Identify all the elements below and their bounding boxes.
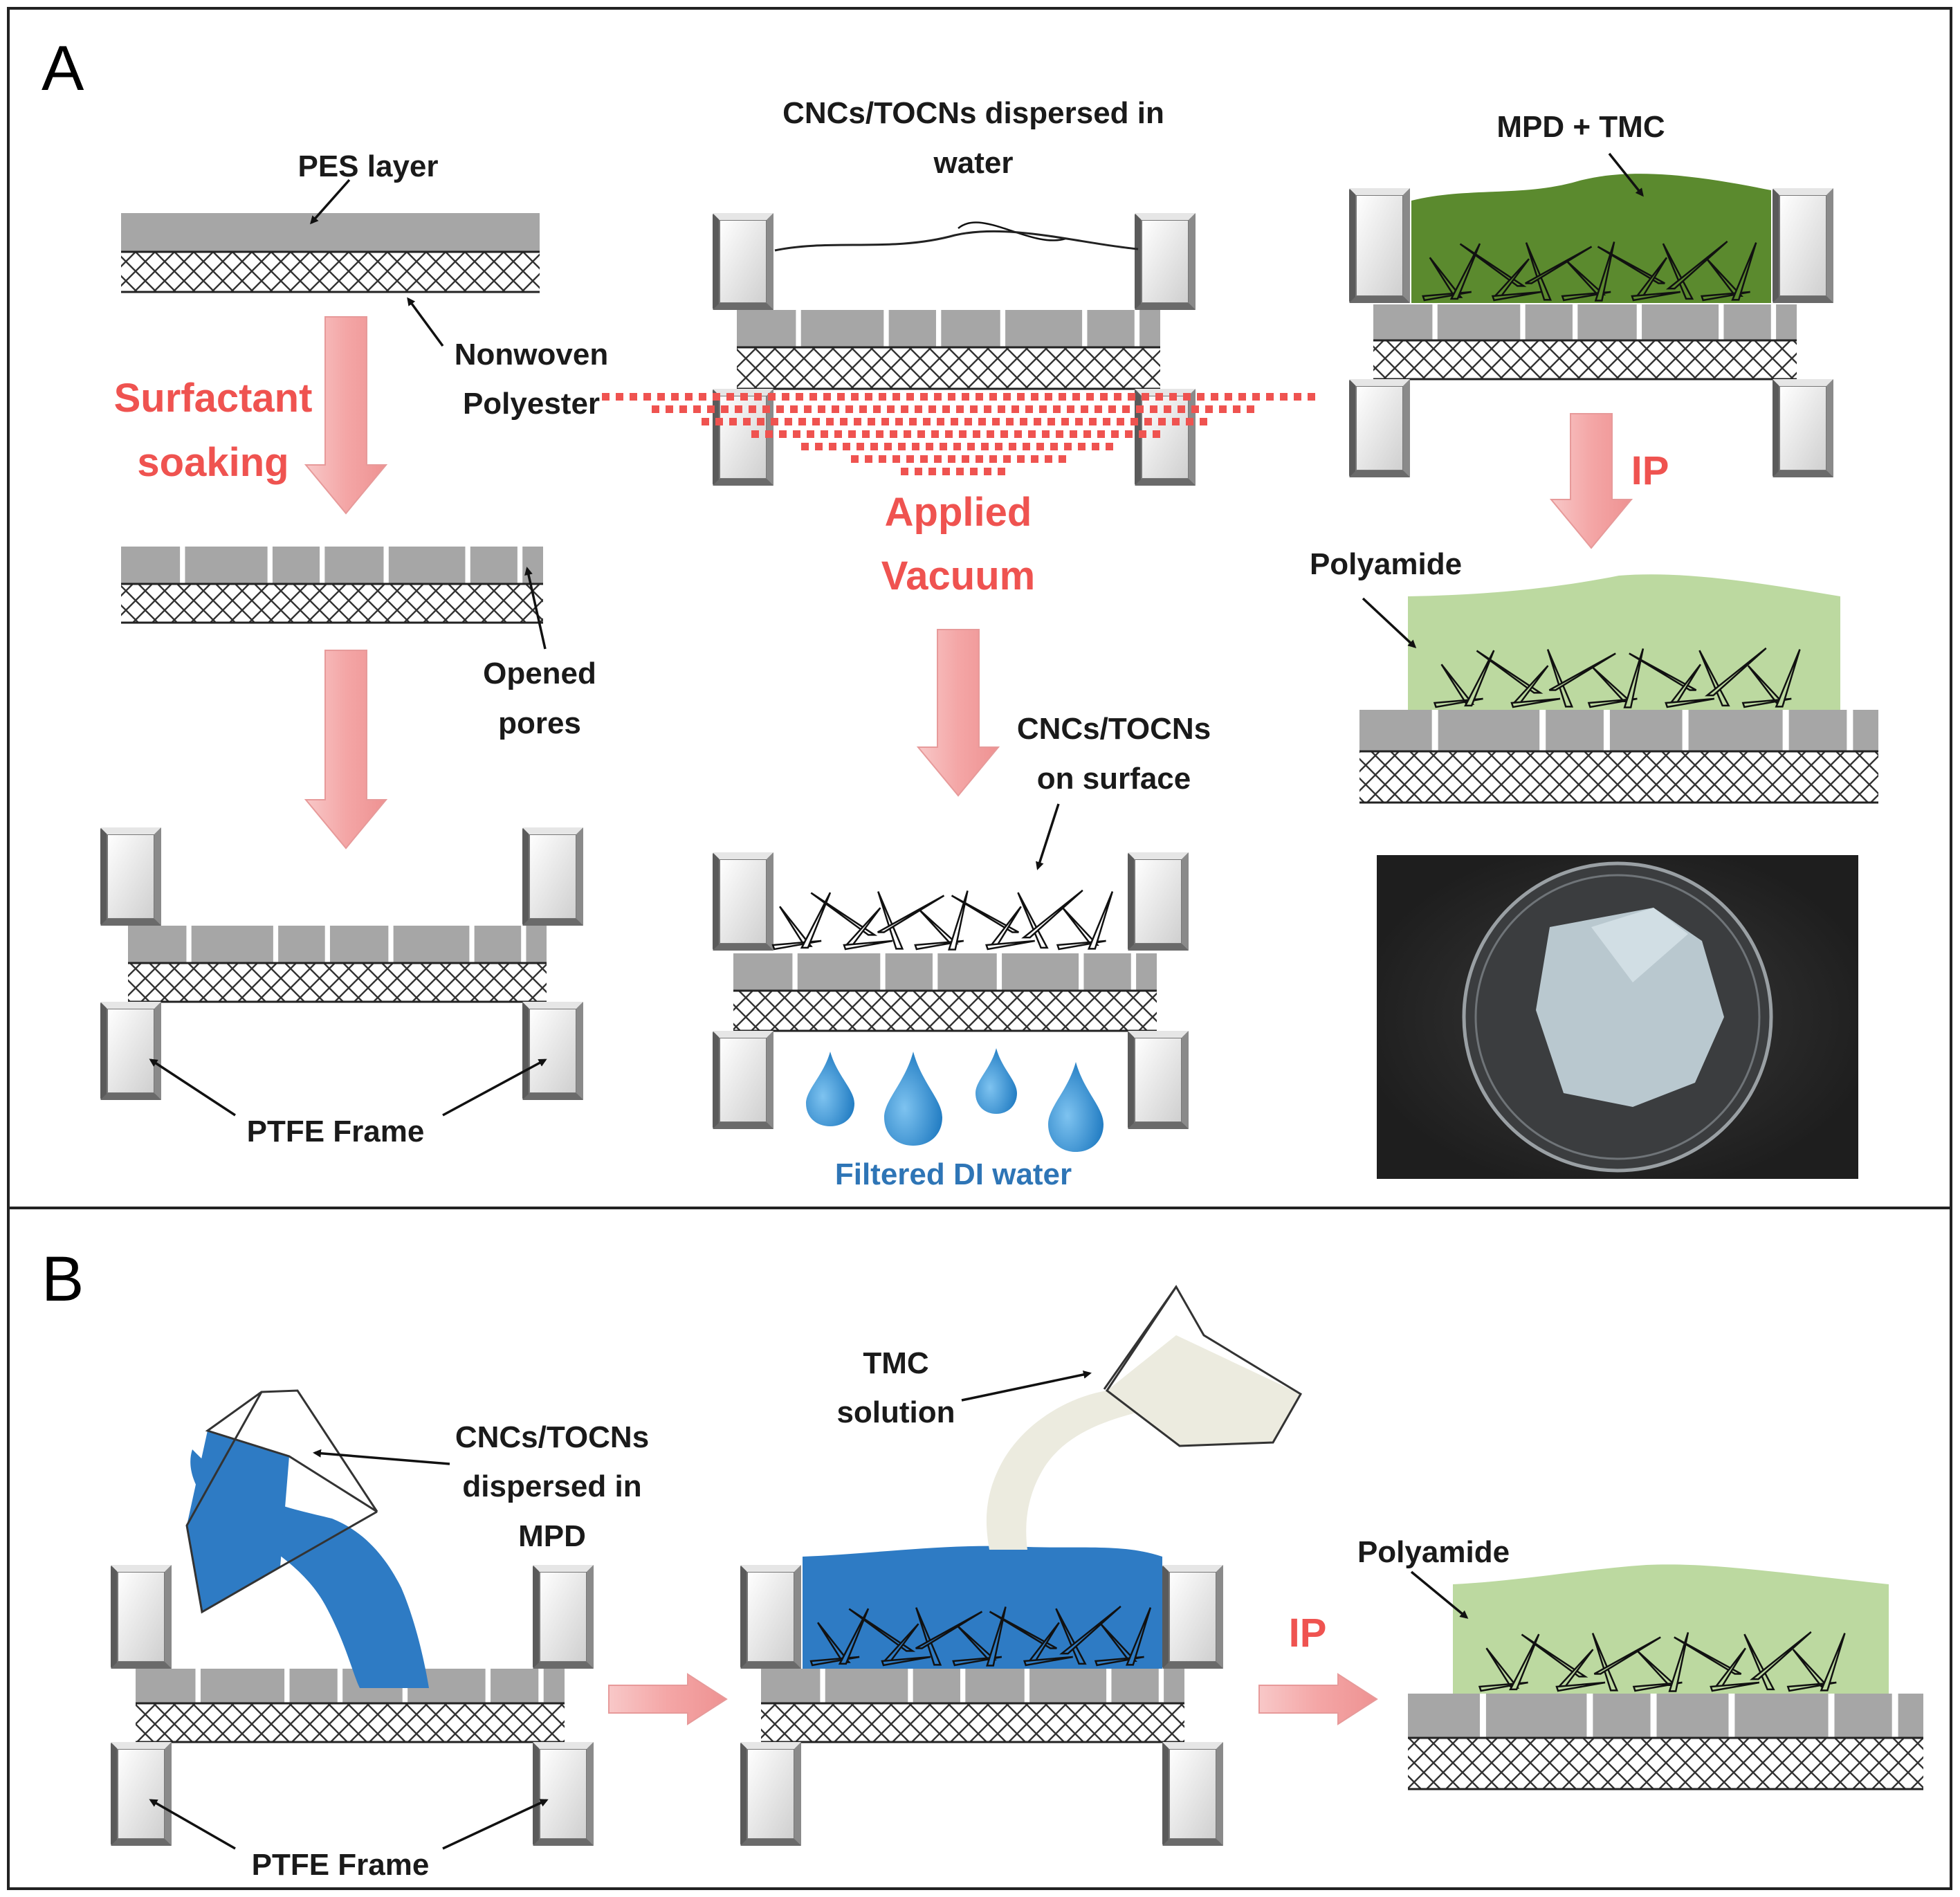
pes-layer-surface	[733, 953, 1157, 991]
label-opened-2: pores	[498, 706, 581, 740]
label-surfactant-2: soaking	[137, 440, 288, 485]
label-ip-a: IP	[1631, 448, 1669, 493]
nonwoven-b2	[761, 1702, 1184, 1743]
arrow-to-frame	[304, 650, 388, 850]
pes-layer-b1	[136, 1669, 565, 1703]
label-surfactant-1: Surfactant	[114, 376, 313, 421]
label-tmc-2: solution	[836, 1395, 955, 1429]
label-nonwoven-2: Polyester	[463, 387, 600, 421]
label-pes-layer: PES layer	[297, 149, 438, 183]
ptfe-frame-a1-bl	[100, 1002, 161, 1100]
panel-a-letter: A	[42, 33, 84, 104]
arrow-b-2	[1258, 1673, 1378, 1725]
ptfe-frame-b1-bl	[111, 1742, 172, 1846]
pes-layer-polyamide-b	[1408, 1694, 1923, 1738]
label-cnc-mpd-2: dispersed in	[462, 1469, 641, 1503]
membrane-assemblies	[100, 174, 1923, 1846]
panel-b-letter: B	[42, 1244, 84, 1314]
label-nonwoven-1: Nonwoven	[455, 338, 608, 372]
ptfe-frame-a4-tl	[1349, 188, 1410, 303]
label-polyamide-a: Polyamide	[1310, 547, 1462, 581]
ptfe-frame-b1-br	[533, 1742, 594, 1846]
ptfe-frame-a4-br	[1773, 379, 1833, 477]
label-cnc-water-2: water	[933, 146, 1014, 180]
arrow-surfactant	[304, 316, 388, 515]
ptfe-frame-b2-tl	[740, 1565, 801, 1669]
label-cnc-surface-1: CNCs/TOCNs	[1017, 712, 1211, 746]
ptfe-frame-a4-bl	[1349, 379, 1410, 477]
label-cnc-mpd-3: MPD	[518, 1519, 586, 1553]
membrane-photo	[1377, 855, 1858, 1179]
cnc-rods-mpd-b	[809, 1605, 1152, 1667]
nonwoven-polyamide-b	[1408, 1736, 1923, 1790]
ptfe-frame-a2-tl	[713, 213, 773, 310]
nonwoven-opened	[121, 583, 543, 624]
pes-layer-mpd-tmc	[1373, 304, 1797, 340]
label-opened-1: Opened	[483, 657, 596, 690]
vacuum-dots	[602, 393, 1315, 475]
label-ptfe-frame-a: PTFE Frame	[247, 1115, 425, 1148]
pes-layer-initial	[121, 213, 540, 252]
ptfe-frame-a1-tl	[100, 827, 161, 926]
nonwoven-vacuum	[737, 346, 1160, 390]
label-cnc-water-1: CNCs/TOCNs dispersed in	[782, 96, 1164, 130]
cnc-rods-polyamide-a	[1433, 647, 1801, 708]
ptfe-frame-a1-tr	[522, 827, 583, 926]
beaker-mpd	[185, 1389, 429, 1688]
leader-arrows	[149, 152, 1644, 1850]
ptfe-frame-b2-bl	[740, 1742, 801, 1846]
ptfe-frame-a3-br	[1128, 1031, 1189, 1129]
ptfe-frame-a3-tr	[1128, 852, 1189, 951]
pes-layer-vacuum	[737, 310, 1160, 347]
label-filtered-water: Filtered DI water	[835, 1157, 1072, 1191]
arrow-to-surface	[916, 629, 1000, 797]
ptfe-frame-a2-tr	[1135, 213, 1196, 310]
label-cnc-surface-2: on surface	[1037, 762, 1191, 796]
ptfe-frame-a3-bl	[713, 1031, 773, 1129]
ptfe-frame-a3-tl	[713, 852, 773, 951]
ptfe-frame-a2-bl	[713, 389, 773, 486]
pes-layer-polyamide-a	[1359, 710, 1878, 751]
label-cnc-mpd-1: CNCs/TOCNs	[455, 1420, 649, 1454]
water-droplets	[806, 1048, 1103, 1152]
label-ip-b: IP	[1289, 1611, 1327, 1656]
water-surface	[774, 230, 1139, 252]
ptfe-frame-b2-tr	[1162, 1565, 1223, 1669]
ptfe-frame-a4-tr	[1773, 188, 1833, 303]
cnc-rods-mpd-tmc	[1422, 240, 1757, 302]
ptfe-frame-a2-br	[1135, 389, 1196, 486]
arrow-ip-a	[1549, 413, 1633, 549]
ptfe-frame-a1-br	[522, 1002, 583, 1100]
ptfe-frame-b2-br	[1162, 1742, 1223, 1846]
label-vacuum-2: Vacuum	[881, 553, 1035, 598]
panel-b-border	[7, 1207, 1952, 1890]
nonwoven-mpd-tmc	[1373, 339, 1797, 381]
arrow-b-1	[608, 1673, 728, 1725]
label-ptfe-frame-b: PTFE Frame	[252, 1848, 430, 1882]
cnc-rods-surface	[771, 889, 1114, 951]
label-tmc-1: TMC	[863, 1346, 928, 1380]
nonwoven-b1	[136, 1702, 565, 1743]
cnc-rods-polyamide-b	[1478, 1631, 1846, 1692]
nonwoven-framed	[128, 962, 547, 1003]
pes-layer-b2	[761, 1669, 1184, 1703]
nonwoven-surface	[733, 989, 1157, 1032]
label-polyamide-b: Polyamide	[1357, 1535, 1510, 1569]
pes-layer-opened	[121, 547, 543, 584]
nonwoven-polyamide-a	[1359, 750, 1878, 804]
ptfe-frame-b1-tr	[533, 1565, 594, 1669]
label-mpd-tmc: MPD + TMC	[1496, 110, 1665, 144]
nonwoven-initial	[121, 250, 540, 293]
label-vacuum-1: Applied	[885, 490, 1032, 535]
beaker-tmc	[986, 1285, 1303, 1550]
pes-layer-framed	[128, 926, 547, 963]
labels: PES layer Nonwoven Polyester Surfactant …	[114, 96, 1669, 1882]
ptfe-frame-b1-tl	[111, 1565, 172, 1669]
